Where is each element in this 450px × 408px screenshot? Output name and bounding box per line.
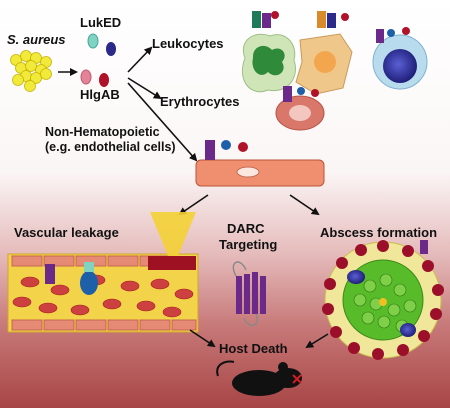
targeting-label: Targeting	[219, 237, 278, 252]
arrow-to-endothelial	[127, 82, 198, 162]
erythrocyte-icon	[275, 95, 325, 131]
arrow-to-erythrocytes	[127, 77, 162, 100]
blood-vessel-icon	[7, 212, 199, 333]
erythrocytes-label: Erythrocytes	[160, 94, 240, 109]
receptor-icon	[232, 261, 266, 326]
abscess-icon	[322, 240, 444, 360]
leukocyte-icon	[372, 34, 428, 90]
arrow-abscess-to-death	[305, 333, 329, 349]
darc-label: DARC	[227, 221, 265, 236]
bacteria-cluster-icon	[10, 50, 52, 92]
endothelial-cell-icon	[195, 159, 325, 187]
leukocyte-icon	[241, 33, 296, 93]
toxin-2-label: HlgAB	[80, 87, 120, 102]
receptor-icon	[205, 11, 410, 160]
endothelial-example-label: (e.g. endothelial cells)	[45, 140, 176, 154]
abscess-formation-label: Abscess formation	[320, 225, 438, 240]
organism-label: S. aureus	[7, 32, 66, 47]
toxin-hlgAB-icon	[80, 69, 109, 87]
arrow-to-abscess	[289, 194, 320, 216]
leukocytes-label: Leukocytes	[152, 36, 224, 51]
leukocyte-icon	[295, 33, 353, 95]
arrow-vascular-to-death	[189, 329, 216, 348]
vascular-leakage-label: Vascular leakage	[14, 225, 119, 240]
arrow-to-vascular-leakage	[178, 194, 209, 216]
mouse-icon	[216, 360, 302, 396]
nonhematopoietic-label: Non-Hematopoietic	[45, 125, 160, 139]
toxin-lukED-icon	[87, 33, 116, 56]
toxin-1-label: LukED	[80, 15, 122, 30]
host-death-label: Host Death	[219, 341, 288, 356]
arrow-to-leukocytes	[127, 46, 153, 73]
